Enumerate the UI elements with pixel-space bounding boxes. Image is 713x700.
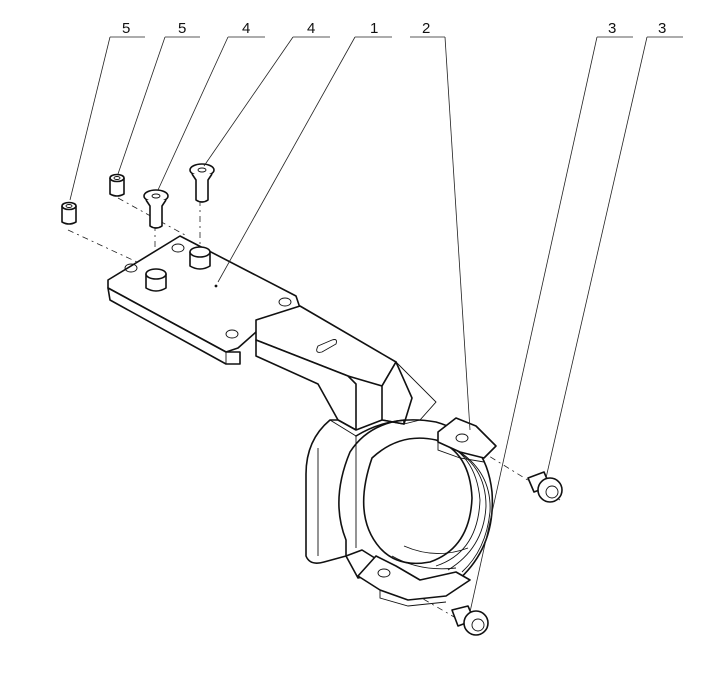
- leader-lines: [69, 36, 683, 613]
- part-3-clamp-screw-lower: [451, 605, 489, 636]
- callout-label: 4: [242, 20, 250, 37]
- part-4-countersunk-screw-right: [189, 163, 215, 203]
- callout-label: 1: [370, 20, 378, 37]
- callout-label: 5: [122, 20, 130, 37]
- callouts: 5 5 4 4 1 2 3 3: [122, 20, 666, 37]
- part-2-ring-clamp-cap-lower: [357, 555, 471, 607]
- callout-label: 3: [658, 20, 666, 37]
- part-1-mount-bracket: [107, 235, 494, 583]
- callout-label: 3: [608, 20, 616, 37]
- part-3-clamp-screw-upper: [527, 471, 563, 503]
- part-2-ring-clamp-cap-upper: [437, 417, 497, 463]
- callout-label: 4: [307, 20, 315, 37]
- part-5-set-screw-right: [109, 173, 125, 197]
- part-5-set-screw-left: [61, 201, 77, 225]
- fitted-screw-heads: [145, 246, 211, 292]
- callout-label: 2: [422, 20, 430, 37]
- callout-label: 5: [178, 20, 186, 37]
- part-4-countersunk-screw-left: [143, 189, 169, 229]
